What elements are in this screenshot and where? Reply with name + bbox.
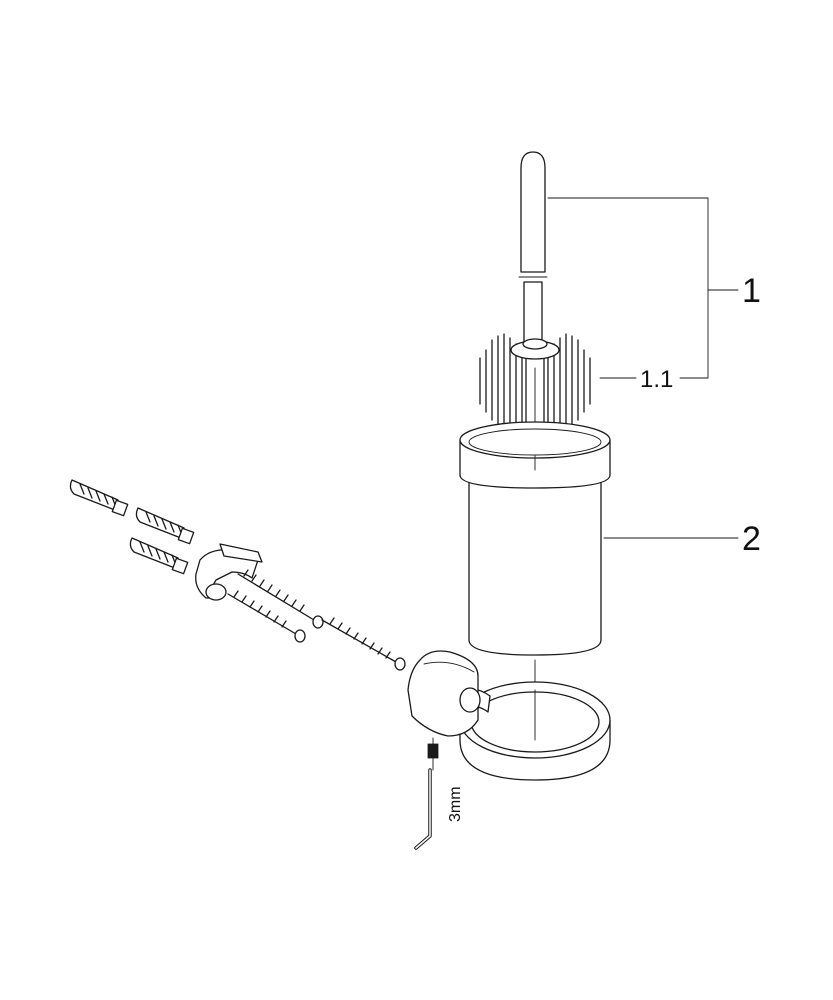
callout-1-1-label: 1.1: [640, 366, 673, 393]
wall-plate: [195, 543, 263, 601]
glass-holder-ring: [459, 681, 611, 781]
hex-key-icon: [414, 768, 432, 850]
callout-2-label: 2: [742, 520, 761, 558]
brush-glass: [459, 421, 611, 741]
mounting-screws: [227, 569, 406, 671]
set-screw: [427, 737, 439, 771]
wall-anchors: [69, 479, 195, 575]
callout-1-label: 1: [742, 272, 761, 310]
callout-leaders: [547, 197, 739, 539]
hex-key-size-label: 3mm: [447, 786, 464, 822]
wall-mount-bracket: [407, 650, 491, 737]
toilet-brush: [479, 151, 591, 467]
